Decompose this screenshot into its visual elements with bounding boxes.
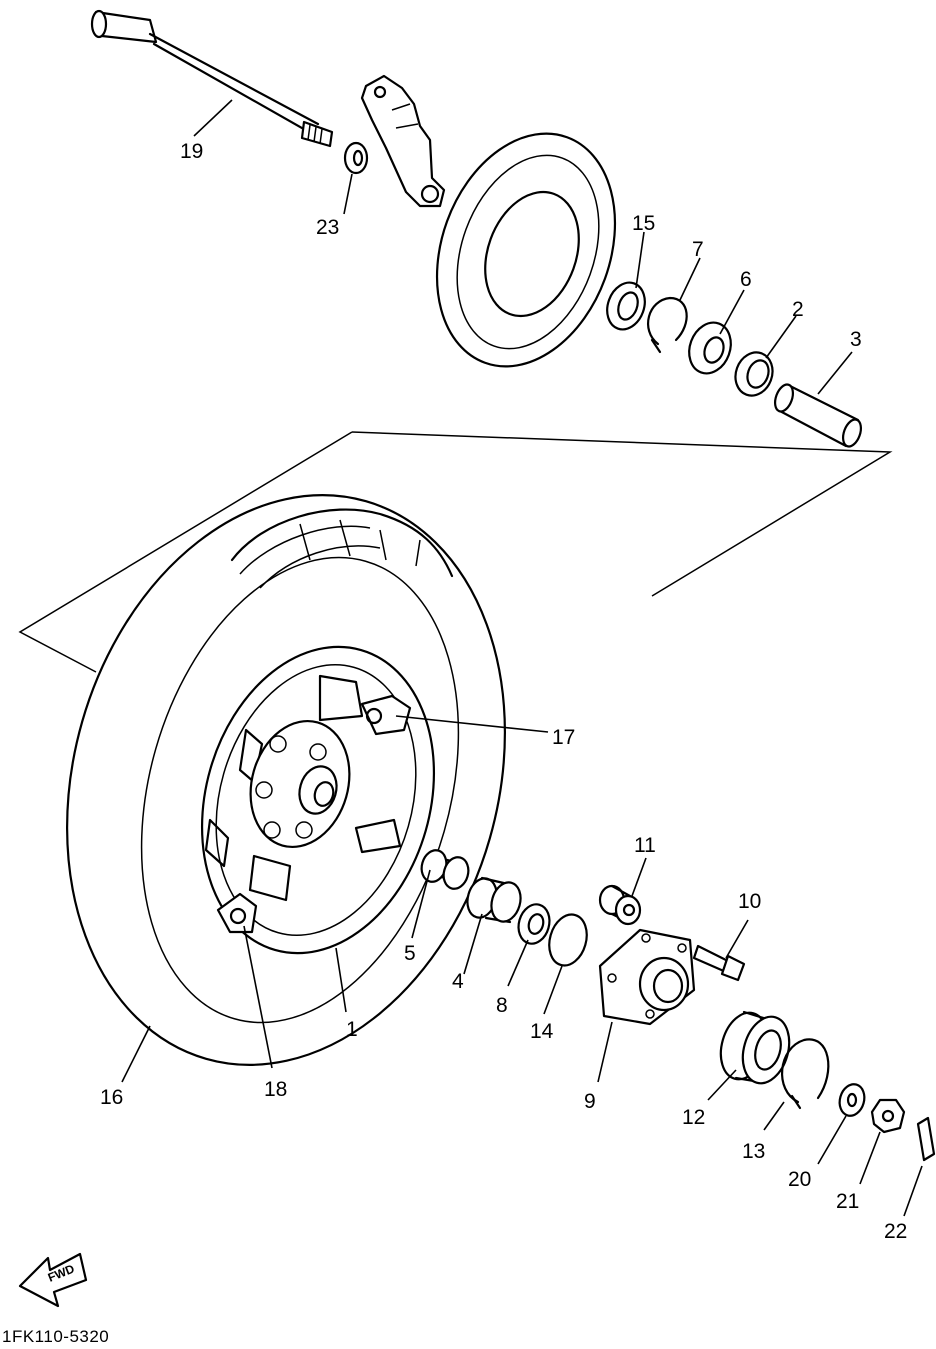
collar-3 <box>773 383 863 448</box>
label-2: 2 <box>792 298 804 321</box>
circlip-13 <box>781 1038 830 1110</box>
label-21: 21 <box>836 1190 859 1213</box>
washer-20 <box>838 1083 866 1117</box>
torque-arm <box>360 74 446 208</box>
washer-23 <box>343 141 369 175</box>
label-16: 16 <box>100 1086 123 1109</box>
label-10: 10 <box>738 890 761 913</box>
leader-lines <box>121 99 923 1217</box>
label-15: 15 <box>632 212 655 235</box>
cotter-pin-22 <box>916 1116 936 1162</box>
axle-19 <box>90 9 334 148</box>
label-3: 3 <box>850 328 862 351</box>
label-9: 9 <box>584 1090 596 1113</box>
label-19: 19 <box>180 140 203 163</box>
label-14: 14 <box>530 1020 554 1043</box>
spacer-2 <box>734 351 774 397</box>
label-17: 17 <box>552 726 575 749</box>
label-8: 8 <box>496 994 508 1017</box>
bearing-8 <box>517 903 551 945</box>
damper-11 <box>598 884 642 926</box>
valve-17 <box>360 694 412 736</box>
balance-weight-18 <box>216 892 258 934</box>
label-18: 18 <box>264 1078 287 1101</box>
bearing-12 <box>719 1010 791 1085</box>
spacer-5 <box>420 849 470 890</box>
fwd-arrow: FWD <box>18 1252 88 1308</box>
diagram-code: 1FK110-5320 <box>2 1327 109 1346</box>
bearing-6 <box>688 321 732 375</box>
brake-disc <box>435 132 617 368</box>
label-5: 5 <box>404 942 416 965</box>
label-4: 4 <box>452 970 464 993</box>
o-ring-14 <box>548 913 588 967</box>
label-7: 7 <box>692 238 704 261</box>
label-20: 20 <box>788 1168 811 1191</box>
label-22: 22 <box>884 1220 907 1243</box>
collar-4 <box>466 876 522 924</box>
part-number-labels: 1 2 3 4 5 6 7 8 9 10 11 12 13 14 15 16 1… <box>100 140 907 1243</box>
reference-plane <box>18 431 893 673</box>
circlip-7 <box>647 296 688 354</box>
label-13: 13 <box>742 1140 765 1163</box>
label-11: 11 <box>634 834 656 857</box>
oil-seal-15 <box>606 281 646 331</box>
label-6: 6 <box>740 268 752 291</box>
label-23: 23 <box>316 216 339 239</box>
bolt-10 <box>692 944 746 982</box>
label-1: 1 <box>346 1018 358 1041</box>
label-12: 12 <box>682 1106 705 1129</box>
clutch-hub-9 <box>598 928 696 1026</box>
castle-nut-21 <box>870 1098 906 1134</box>
